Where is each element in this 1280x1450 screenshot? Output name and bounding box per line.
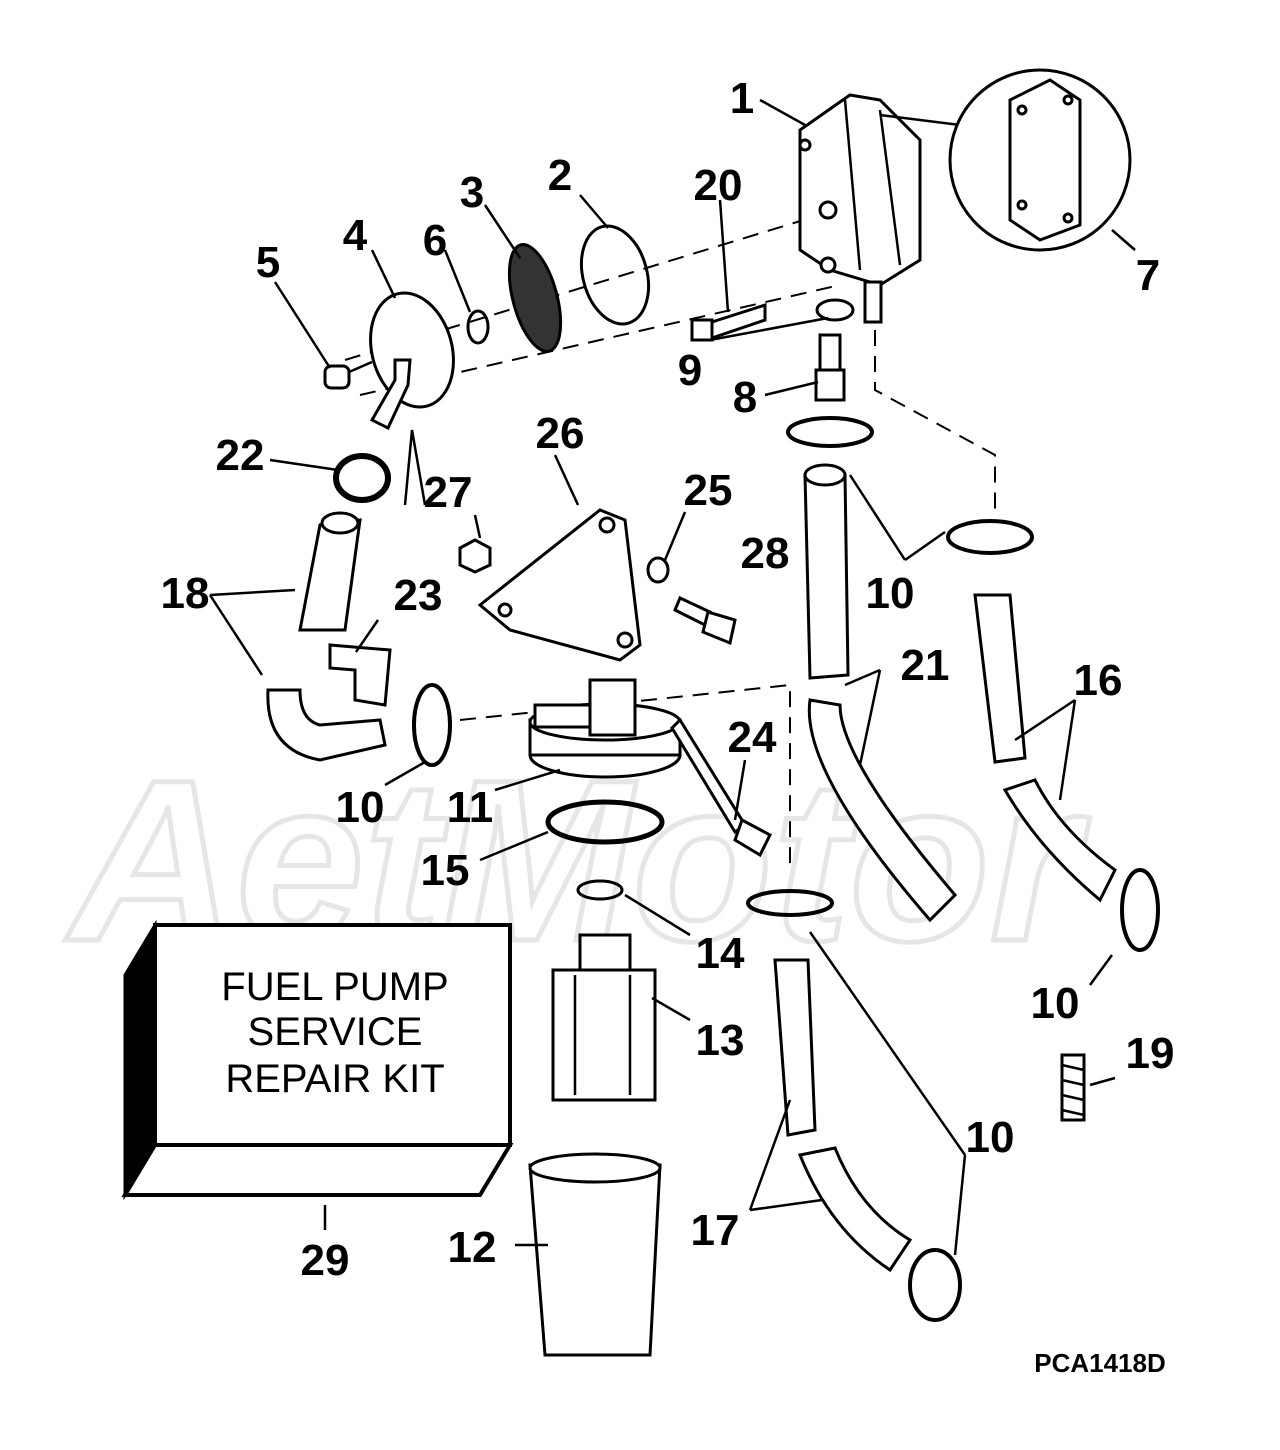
part-bolt-24[interactable]: [670, 717, 772, 858]
part-o-ring-6[interactable]: [466, 309, 490, 345]
callout-26: 26: [536, 409, 585, 458]
callout-5: 5: [256, 238, 280, 287]
part-washer-25[interactable]: [646, 556, 670, 584]
part-o-ring-15[interactable]: [545, 799, 665, 845]
part-bracket-23[interactable]: [328, 643, 392, 707]
callout-14: 14: [696, 929, 745, 978]
part-service-kit-box[interactable]: FUEL PUMP SERVICE REPAIR KIT: [121, 919, 514, 1201]
callout-15: 15: [421, 846, 470, 895]
kit-label-line-1: FUEL PUMP: [221, 965, 448, 1009]
callout-10-d: 10: [966, 1113, 1015, 1162]
part-filter-element[interactable]: [551, 933, 657, 1102]
callout-17: 17: [691, 1206, 740, 1255]
part-screw-5[interactable]: [323, 360, 373, 390]
callout-21: 21: [901, 641, 950, 690]
callout-3: 3: [460, 168, 484, 217]
callout-10-b: 10: [336, 783, 385, 832]
part-o-ring-2[interactable]: [571, 218, 659, 331]
callout-8: 8: [733, 373, 757, 422]
callout-29: 29: [301, 1236, 350, 1285]
callout-20: 20: [694, 161, 743, 210]
callout-12: 12: [448, 1223, 497, 1272]
part-hose-21[interactable]: [803, 463, 958, 923]
part-bolt-20[interactable]: [690, 302, 767, 342]
callout-25: 25: [684, 466, 733, 515]
callout-28: 28: [741, 529, 790, 578]
callout-6: 6: [423, 216, 447, 265]
part-fuel-pump[interactable]: [798, 93, 961, 324]
part-filter-screen[interactable]: [500, 239, 571, 357]
part-hose-18[interactable]: [266, 511, 387, 762]
kit-label-line-3: REPAIR KIT: [225, 1057, 444, 1101]
callout-22: 22: [216, 431, 265, 480]
callout-13: 13: [696, 1016, 745, 1065]
callout-1: 1: [730, 74, 754, 123]
callout-7: 7: [1136, 251, 1160, 300]
part-filter-bowl[interactable]: [528, 1152, 662, 1357]
drawing-code: PCA1418D: [1034, 1348, 1166, 1378]
part-clamp-22[interactable]: [333, 453, 391, 503]
part-nut-27[interactable]: [458, 538, 492, 574]
callout-18: 18: [161, 569, 210, 618]
callout-10-a: 10: [866, 569, 915, 618]
leader-lines: [208, 98, 1136, 1256]
part-seal-14[interactable]: [576, 879, 624, 901]
kit-label-line-2: SERVICE: [248, 1010, 423, 1054]
callout-27: 27: [424, 468, 473, 517]
part-spring-19[interactable]: [1060, 1053, 1086, 1122]
callout-2: 2: [548, 151, 572, 200]
part-filter-cover[interactable]: [358, 284, 465, 431]
callout-24: 24: [728, 713, 777, 762]
callout-9: 9: [678, 346, 702, 395]
callout-16: 16: [1074, 656, 1123, 705]
callout-23: 23: [394, 571, 443, 620]
callout-labels: 1 2 3 4 5 6 7 8 9 10 10 10 10 11 12 13 1…: [161, 74, 1175, 1285]
part-mounting-bracket-26[interactable]: [477, 508, 642, 662]
part-filter-head[interactable]: [528, 678, 682, 779]
part-hose-16[interactable]: [973, 593, 1117, 903]
callout-11: 11: [447, 783, 494, 832]
part-bolt-28[interactable]: [673, 595, 737, 646]
part-gasket[interactable]: [948, 68, 1132, 252]
part-hose-clamps[interactable]: [412, 416, 1160, 1322]
callout-4: 4: [343, 211, 368, 260]
callout-19: 19: [1126, 1029, 1175, 1078]
callout-10-c: 10: [1031, 979, 1080, 1028]
part-fitting-8[interactable]: [814, 333, 846, 402]
part-washer-9[interactable]: [815, 298, 855, 322]
part-hose-17[interactable]: [773, 958, 913, 1273]
